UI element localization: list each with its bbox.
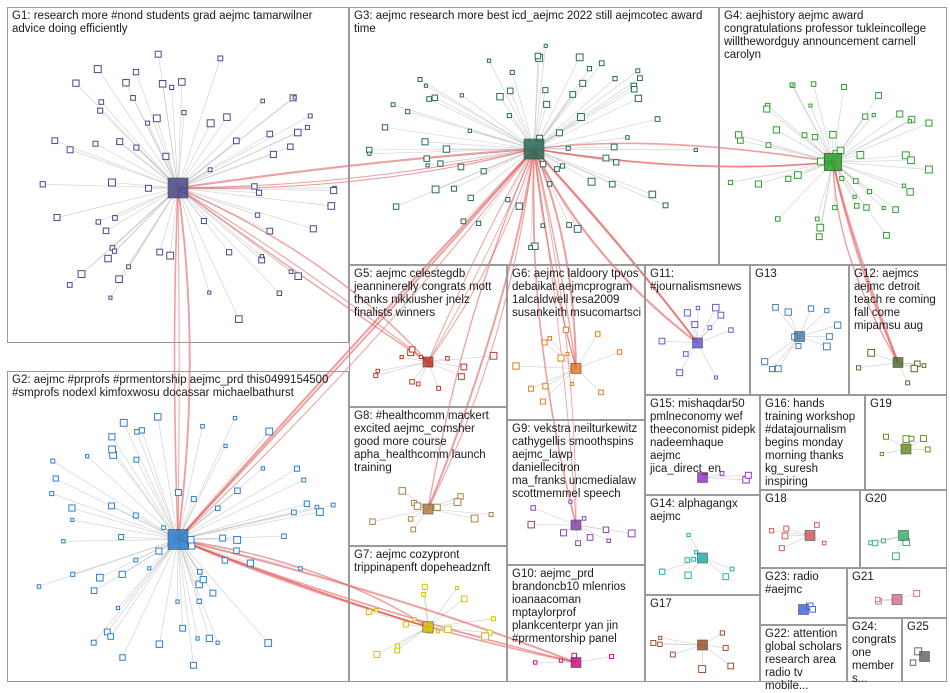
group-label-g20: G20 xyxy=(865,493,944,506)
group-label-g25: G25 xyxy=(907,621,944,634)
group-panel-g2: G2: aejmc #prprofs #prmentorship aejmc_p… xyxy=(7,371,349,682)
group-label-g8: G8: #healthcomm mackert excited aejmc_co… xyxy=(354,410,504,475)
group-label-g7: G7: aejmc cozypront trippinapenft dopehe… xyxy=(354,549,504,575)
group-panel-g19: G19 xyxy=(865,395,947,490)
group-panel-g23: G23: radio #aejmc xyxy=(760,568,847,625)
group-panel-g4: G4: aejhistory aejmc award congratulatio… xyxy=(719,7,947,265)
group-label-g21: G21 xyxy=(852,571,944,584)
group-label-g22: G22: attention global scholars research … xyxy=(765,628,844,693)
group-panel-g16: G16: hands training workshop #datajourna… xyxy=(760,395,865,490)
group-panel-g8: G8: #healthcomm mackert excited aejmc_co… xyxy=(349,407,507,546)
group-panel-g9: G9: vekstra neilturkewitz cathygellis sm… xyxy=(507,420,645,565)
group-label-g1: G1: research more #nond students grad ae… xyxy=(12,10,346,36)
group-panel-g11: G11: #journalismsnews xyxy=(645,265,750,395)
group-label-g18: G18 xyxy=(765,493,857,506)
group-label-g12: G12: aejmcs aejmc detroit teach re comin… xyxy=(854,268,944,333)
group-panel-g15: G15: mishaqdar50 pmlneconomy wef theecon… xyxy=(645,395,760,495)
group-panel-g14: G14: alphagangx aejmc xyxy=(645,495,760,595)
group-panel-g17: G17 xyxy=(645,595,760,682)
group-panel-g5: G5: aejmc celestegdb jeanninerelly congr… xyxy=(349,265,507,407)
group-panel-g25: G25 xyxy=(902,618,947,682)
group-label-g15: G15: mishaqdar50 pmlneconomy wef theecon… xyxy=(650,398,757,476)
group-panel-g3: G3: aejmc research more best icd_aejmc 2… xyxy=(349,7,719,265)
group-label-g16: G16: hands training workshop #datajourna… xyxy=(765,398,862,489)
group-panel-g1: G1: research more #nond students grad ae… xyxy=(7,7,349,343)
group-panel-g24: G24: congrats one members... xyxy=(847,618,902,682)
group-panel-g6: G6: aejmc laldoory tpvos debaikat aejmcp… xyxy=(507,265,645,420)
group-label-g14: G14: alphagangx aejmc xyxy=(650,498,757,524)
group-label-g9: G9: vekstra neilturkewitz cathygellis sm… xyxy=(512,423,642,501)
group-label-g3: G3: aejmc research more best icd_aejmc 2… xyxy=(354,10,716,36)
group-label-g4: G4: aejhistory aejmc award congratulatio… xyxy=(724,10,944,62)
group-panel-g13: G13 xyxy=(750,265,849,395)
group-label-g5: G5: aejmc celestegdb jeanninerelly congr… xyxy=(354,268,504,320)
group-label-g13: G13 xyxy=(755,268,846,281)
group-label-g23: G23: radio #aejmc xyxy=(765,571,844,597)
group-panel-g12: G12: aejmcs aejmc detroit teach re comin… xyxy=(849,265,947,395)
group-label-g24: G24: congrats one members... xyxy=(852,621,899,686)
group-panel-g20: G20 xyxy=(860,490,947,568)
group-panel-g18: G18 xyxy=(760,490,860,568)
group-label-g11: G11: #journalismsnews xyxy=(650,268,747,294)
group-label-g2: G2: aejmc #prprofs #prmentorship aejmc_p… xyxy=(12,374,346,400)
group-panel-g7: G7: aejmc cozypront trippinapenft dopehe… xyxy=(349,546,507,682)
group-label-g6: G6: aejmc laldoory tpvos debaikat aejmcp… xyxy=(512,268,642,320)
group-panel-g10: G10: aejmc_prd brandoncb10 mlenrios ioan… xyxy=(507,565,645,682)
group-panel-g22: G22: attention global scholars research … xyxy=(760,625,847,682)
group-label-g19: G19 xyxy=(870,398,944,411)
group-label-g17: G17 xyxy=(650,598,757,611)
group-label-g10: G10: aejmc_prd brandoncb10 mlenrios ioan… xyxy=(512,568,642,646)
group-panel-g21: G21 xyxy=(847,568,947,618)
